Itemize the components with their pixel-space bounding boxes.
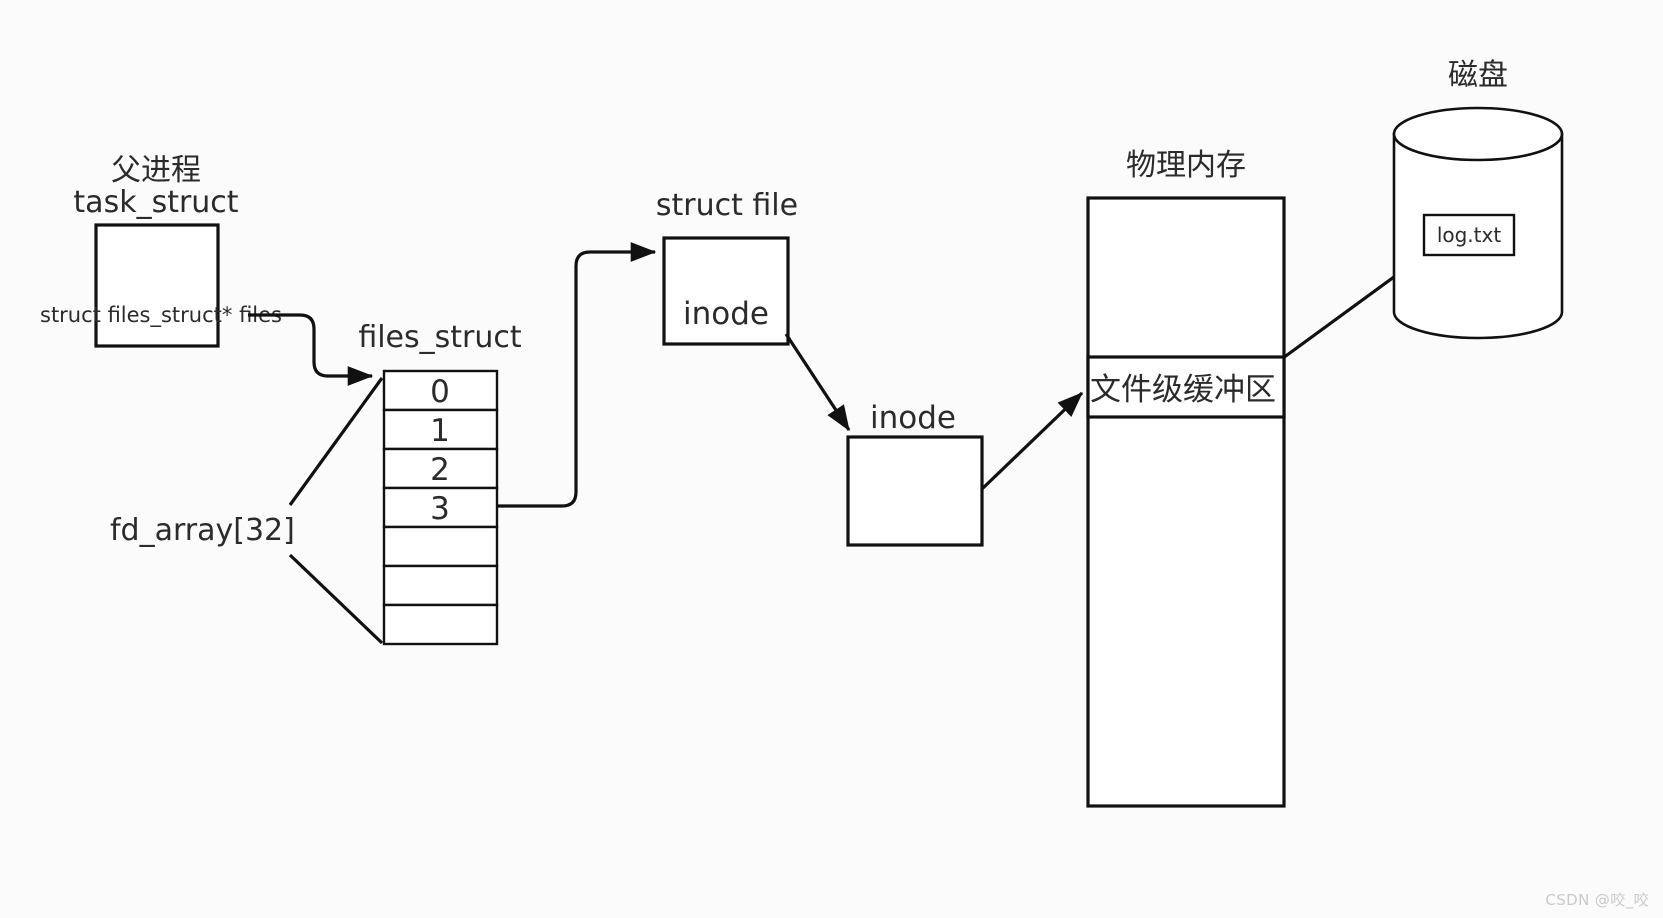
label-parent-process: 父进程 <box>111 153 201 188</box>
label-inode: inode <box>870 400 956 436</box>
file-buffer-label: 文件级缓冲区 <box>1090 372 1276 408</box>
label-disk: 磁盘 <box>1448 58 1508 93</box>
inode-box <box>846 435 984 547</box>
fd-array-cell-3-text: 3 <box>430 491 450 527</box>
fd-array-cell-1 <box>382 408 499 451</box>
fd-array-cell-6 <box>382 603 499 646</box>
struct-file-box <box>662 236 790 346</box>
fd-array-cell-2-text: 2 <box>430 452 450 488</box>
connector-fd3-to-struct-file <box>497 242 657 508</box>
file-buffer-section <box>1086 355 1286 419</box>
fd-array-cell-4 <box>382 525 499 568</box>
label-files-struct: files_struct <box>358 320 522 355</box>
task-struct-files-field: struct files_struct* files <box>40 303 282 328</box>
logtxt-label: log.txt <box>1437 223 1502 247</box>
fd-array-cell-0-text: 0 <box>430 374 450 410</box>
leader-fd-array-bottom <box>288 553 384 645</box>
label-physical-memory: 物理内存 <box>1126 148 1246 183</box>
struct-file-inode-text: inode <box>683 296 769 332</box>
leader-fd-array-top <box>288 377 384 506</box>
label-fd-array: fd_array[32] <box>110 513 295 548</box>
fd-array-cell-1-text: 1 <box>430 413 450 449</box>
logtxt-box <box>1422 213 1516 257</box>
connector-inode-to-buffer <box>980 391 1084 491</box>
fd-array-cell-5 <box>382 564 499 607</box>
physical-memory-box <box>1086 196 1286 808</box>
csdn-watermark: CSDN @咬_咬 <box>1545 891 1649 909</box>
label-struct-file: struct file <box>656 188 798 223</box>
task-struct-box <box>94 223 220 348</box>
fd-array-table: 0 1 2 3 <box>382 369 499 646</box>
connector-files-to-fd-array <box>248 313 374 386</box>
label-task-struct: task_struct <box>73 185 238 220</box>
connector-struct-file-to-inode <box>784 333 851 432</box>
